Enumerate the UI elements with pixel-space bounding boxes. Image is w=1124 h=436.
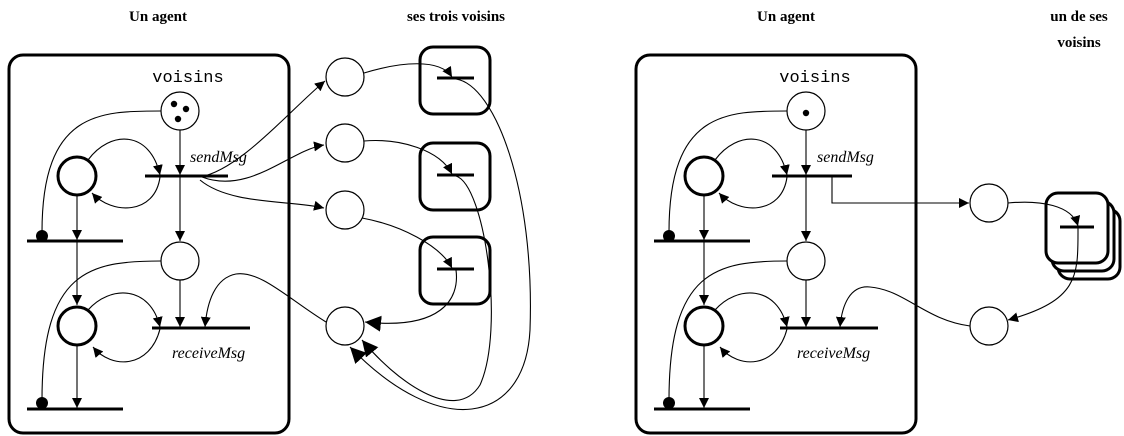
arc — [1007, 201, 1081, 227]
arc — [361, 175, 492, 402]
left-sendmsg-label: sendMsg — [190, 149, 247, 166]
neighbor-return-place — [325, 306, 365, 346]
left-agent-box — [7, 53, 291, 435]
right-voisins-label: voisins — [779, 69, 850, 88]
neighbor-agent-1 — [418, 45, 492, 116]
arc — [1007, 227, 1079, 323]
left-bold-place-1 — [56, 155, 98, 197]
header-left-agent: Un agent — [129, 9, 187, 25]
arc — [199, 80, 326, 178]
arc — [349, 78, 531, 411]
arc — [201, 141, 325, 182]
inhibitor-head — [36, 230, 48, 242]
arc — [92, 328, 161, 363]
inhibitor-arc — [41, 110, 162, 233]
right-sendmsg-label: sendMsg — [817, 149, 874, 166]
right-bold-place-2 — [683, 305, 725, 347]
arc — [835, 286, 971, 328]
left-token — [170, 100, 178, 108]
right-receivemsg-label: receiveMsg — [797, 345, 870, 362]
inhibitor-arc — [668, 260, 788, 401]
inhibitor-head — [36, 397, 48, 409]
header-right-agent: Un agent — [757, 9, 815, 25]
left-receivemsg-label: receiveMsg — [172, 345, 245, 362]
arc — [87, 138, 163, 176]
header-three-neighbors: ses trois voisins — [407, 9, 505, 25]
right-agent: voisins sendMsg receiveMsg — [634, 53, 918, 435]
right-token — [802, 109, 810, 117]
inhibitor-head — [663, 230, 675, 242]
one-neighbor — [831, 177, 1122, 346]
arc — [719, 328, 788, 363]
right-neighbor-place — [969, 183, 1009, 223]
arc — [714, 138, 790, 176]
left-voisins-label: voisins — [152, 69, 223, 88]
left-voisins-place — [160, 91, 200, 131]
arc — [831, 177, 969, 208]
arc — [714, 292, 790, 328]
arc — [363, 63, 453, 78]
inhibitor-arc — [668, 110, 788, 233]
left-agent: voisins sendMsg receiveMsg — [7, 53, 291, 435]
arc — [361, 217, 453, 269]
arc — [199, 179, 325, 211]
left-token — [182, 105, 190, 113]
neighbor-place-1 — [325, 57, 365, 97]
right-return-place — [969, 306, 1009, 346]
right-agent-box — [634, 53, 918, 435]
left-token — [174, 115, 182, 123]
neighbor-place-2 — [325, 123, 365, 163]
inhibitor-arc — [41, 260, 162, 401]
arc — [363, 140, 453, 175]
arc — [200, 273, 327, 328]
header-one-neighbor-line1: un de ses — [1050, 9, 1108, 25]
neighbor-place-3 — [325, 190, 365, 230]
arc — [364, 269, 458, 332]
arc — [87, 292, 163, 328]
header-one-neighbor-line2: voisins — [1057, 35, 1101, 51]
left-bold-place-2 — [56, 305, 98, 347]
right-bold-place-1 — [683, 155, 725, 197]
inhibitor-head — [663, 397, 675, 409]
right-middle-place — [786, 241, 826, 281]
three-neighbors — [200, 45, 531, 411]
arc — [718, 176, 788, 209]
left-middle-place — [160, 241, 200, 281]
arc — [91, 176, 161, 209]
